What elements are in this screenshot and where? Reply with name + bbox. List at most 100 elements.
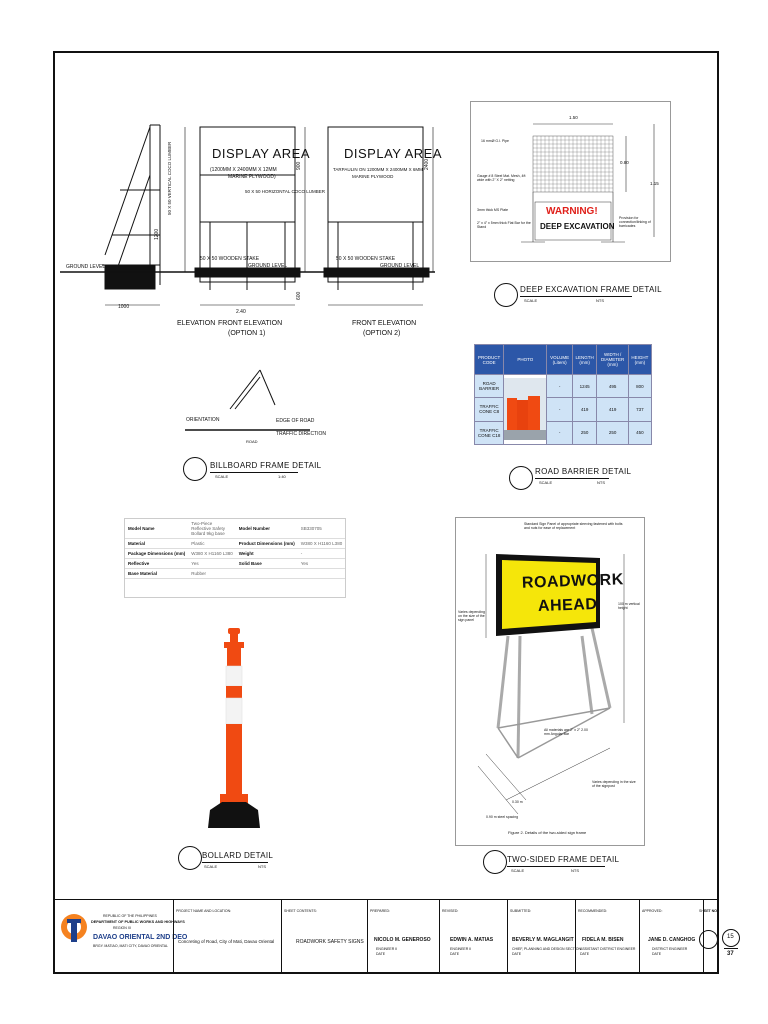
table-row: TRAFFIC CONE C18 - 250 250 450 <box>473 420 653 446</box>
tb-prepared-label: PREPARED: <box>370 909 390 913</box>
table-row: ROAD BARRIER - 1245 495 800 <box>473 373 653 445</box>
rb-cell-code: TRAFFIC CONE C8 <box>473 397 505 422</box>
deep-excavation-frame-figure: 1.50 1.15 0.80 16 mmØ G.I. Pipe Gauge # … <box>470 101 671 262</box>
billboard-scale-value: 1:40 <box>278 474 286 479</box>
table-row: Reflective Yes Solid Base Yes <box>125 558 346 569</box>
dim-1000: 1000 <box>118 304 130 310</box>
edge-of-road-label: EDGE OF ROAD <box>276 418 315 424</box>
two-sided-frame-figure: ROADWORK AHEAD Standard Sign Panel of ap… <box>455 517 645 846</box>
orientation-label: ORIENTATION <box>186 417 220 423</box>
two-sided-caption-circle <box>483 850 507 874</box>
road-barrier-caption-title: ROAD BARRIER DETAIL <box>535 467 632 476</box>
spec-value: Rubber <box>188 568 236 579</box>
warning-sign-title: WARNING! <box>546 206 598 217</box>
front-elevation-label-2: FRONT ELEVATION <box>352 320 417 327</box>
tb-submitted-date: DATE <box>512 952 522 956</box>
elevation-label: ELEVATION <box>177 320 216 327</box>
tb-sheet-contents-cell: SHEET CONTENTS: ROADWORK SAFETY SIGNS <box>281 900 367 973</box>
tb-revised-cell: REVISED: EDWIN A. MATIAS ENGINEER II DAT… <box>439 900 507 973</box>
rb-cell-height: 737 <box>627 397 653 422</box>
tb-revised-role: ENGINEER II <box>450 947 472 951</box>
tb-department: DEPARTMENT OF PUBLIC WORKS AND HIGHWAYS <box>91 920 185 924</box>
dim-1200: 1200 <box>154 228 160 240</box>
road-barrier-scale-value: NTS <box>597 480 605 485</box>
roadwork-sign-line2: AHEAD <box>537 595 598 616</box>
dim-900: 900 <box>296 161 302 170</box>
tb-recommended-label: RECOMMENDED: <box>578 909 608 913</box>
tb-sheet-number-box: 15 37 <box>722 929 740 965</box>
table-row: Package Dimensions (mm) W380 X H1160 L38… <box>125 548 346 559</box>
spec-value <box>297 568 346 579</box>
spec-key: Model Number <box>235 519 298 539</box>
tb-republic: REPUBLIC OF THE PHILIPPINES <box>103 914 157 918</box>
spec-value: Two-Piece Reflective Safety Bollard 9kg … <box>188 519 236 539</box>
two-sided-caption: TWO-SIDED FRAME DETAIL SCALE NTS <box>507 855 620 873</box>
spec-value: SB330705 <box>297 519 346 539</box>
tb-revised-label: REVISED: <box>442 909 459 913</box>
tb-revised-date: DATE <box>450 952 460 956</box>
spec-key <box>235 568 298 579</box>
road-barrier-table: PRODUCT CODE PHOTO VOLUME (Liters) LENGT… <box>473 344 653 446</box>
spec-key: Model Name <box>125 519 189 539</box>
rb-cell-volume: - <box>546 397 573 422</box>
billboard-caption: BILLBOARD FRAME DETAIL SCALE 1:40 <box>210 461 321 479</box>
two-sided-dim-090: 0.90 m steel spacing <box>486 815 519 819</box>
excavation-dim-inner: 0.80 <box>620 160 629 165</box>
warning-sign-text: DEEP EXCAVATION <box>540 222 615 231</box>
tb-approved-role: DISTRICT ENGINEER <box>652 947 688 951</box>
road-barrier-table-wrap: PRODUCT CODE PHOTO VOLUME (Liters) LENGT… <box>473 344 653 446</box>
dim-600: 600 <box>296 291 302 300</box>
tb-recommended-cell: RECOMMENDED: FIDELA M. BISEN ASSISTANT D… <box>575 900 639 973</box>
tb-approved-cell: APPROVED: JANE D. CANGHOG DISTRICT ENGIN… <box>639 900 703 973</box>
rb-cell-volume: - <box>546 420 573 446</box>
spec-value: - <box>297 548 346 559</box>
dim-2400: 2400 <box>424 158 430 170</box>
table-row: Model Name Two-Piece Reflective Safety B… <box>125 519 346 539</box>
two-sided-note-varies: Varies depending in the size of the sign… <box>592 780 636 789</box>
display-area-label-2: DISPLAY AREA <box>344 146 443 161</box>
rb-header-volume: VOLUME (Liters) <box>546 344 573 375</box>
dpwh-logo-icon <box>61 914 87 942</box>
excavation-note-plate: 3mm thick MS Plate <box>477 208 509 212</box>
bollard-caption-circle <box>178 846 202 870</box>
barrier-photo-image <box>504 378 547 440</box>
two-sided-scale-value: NTS <box>571 868 579 873</box>
dim-240: 2.40 <box>236 309 246 315</box>
ground-level-label-3: GROUND LEVEL <box>380 263 420 269</box>
ground-level-label-2: GROUND LEVEL <box>248 263 288 269</box>
deep-excavation-frame-drawing <box>521 123 655 243</box>
billboard-frame-drawing <box>60 124 435 431</box>
option-2-label: (OPTION 2) <box>363 330 401 337</box>
rb-cell-length: 1245 <box>571 373 598 399</box>
road-barrier-caption-circle <box>509 466 533 490</box>
deep-excavation-caption-title: DEEP EXCAVATION FRAME DETAIL <box>520 285 662 294</box>
coco-lumber-horizontal-label: 50 X 50 HORIZONTAL COCO LUMBER <box>245 189 326 194</box>
rb-header-length: LENGTH (mm) <box>571 344 598 375</box>
tb-project-label: PROJECT NAME AND LOCATION: <box>176 909 232 913</box>
tarpaulin-label-2b: MARINE PLYWOOD <box>352 174 394 179</box>
bollard-image <box>208 628 260 828</box>
two-sided-scale-label: SCALE <box>511 868 525 873</box>
coco-lumber-vertical-label: 50 X 50 VERTICAL COCO LUMBER <box>167 141 172 215</box>
rb-cell-width: 419 <box>596 397 629 422</box>
tarpaulin-label-2: TARPAULIN ON 1200MM X 2400MM X 6MM <box>333 167 423 172</box>
bollard-scale-label: SCALE <box>204 864 218 869</box>
tb-recommended-name: FIDELA M. BISEN <box>582 937 624 943</box>
rb-cell-volume: - <box>546 373 573 399</box>
spec-key: Weight <box>235 548 298 559</box>
two-sided-caption-title: TWO-SIDED FRAME DETAIL <box>507 855 620 864</box>
display-area-label-1: DISPLAY AREA <box>212 146 311 161</box>
tb-set-circle <box>699 930 718 949</box>
tb-approved-name: JANE D. CANGHOG <box>648 937 696 943</box>
deep-excavation-scale-label: SCALE <box>524 298 538 303</box>
spec-key: Material <box>125 538 189 549</box>
road-label: ROAD <box>246 439 258 444</box>
spec-value: Yes <box>188 558 236 569</box>
tb-submitted-cell: SUBMITTED: BEVERLY M. MAGLANGIT CHIEF, P… <box>507 900 581 973</box>
bollard-caption-title: BOLLARD DETAIL <box>202 851 274 860</box>
front-elevation-label-1: FRONT ELEVATION <box>218 320 283 327</box>
option-1-label: (OPTION 1) <box>228 330 266 337</box>
spec-value: Plastic <box>188 538 236 549</box>
billboard-caption-circle <box>183 457 207 481</box>
two-sided-note-right: 100 m vertical height <box>618 602 640 611</box>
